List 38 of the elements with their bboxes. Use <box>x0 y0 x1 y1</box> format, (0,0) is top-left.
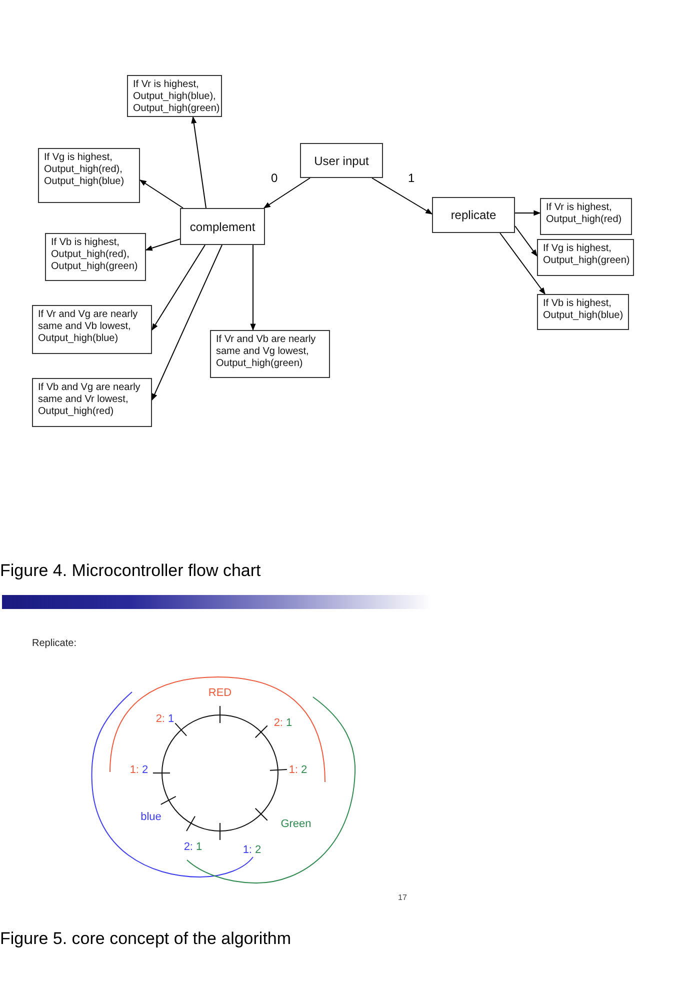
condition-box: If Vb and Vg are nearly same and Vr lowest, Output_high(red) <box>32 378 152 427</box>
process-box: replicate <box>432 197 515 233</box>
ratio-label: 2: 1 <box>184 841 202 853</box>
ratio-label: 2: 1 <box>274 717 292 729</box>
condition-box: If Vr is highest, Output_high(blue), Output_high(green) <box>127 75 222 117</box>
arrow <box>139 180 184 208</box>
condition-box: If Vb is highest, Output_high(red), Output_high(green) <box>45 233 146 281</box>
arrow <box>514 226 538 257</box>
figure-caption: Figure 5. core concept of the algorithm <box>0 929 292 949</box>
edge-label: 0 <box>271 171 278 185</box>
condition-box: If Vb is highest, Output_high(blue) <box>537 294 629 330</box>
page-number: 17 <box>398 893 407 902</box>
figure-caption: Figure 4. Microcontroller flow chart <box>0 561 261 581</box>
ratio-label: 1: 2 <box>288 764 308 776</box>
arrow <box>145 238 180 251</box>
section-heading: Replicate: <box>32 638 76 649</box>
condition-box: If Vr and Vg are nearly same and Vb lowest, Output_high(blue) <box>32 305 152 354</box>
arrow <box>191 116 206 208</box>
arrow <box>250 244 256 331</box>
arrow <box>152 244 206 331</box>
arc-label: Green <box>280 818 312 830</box>
condition-box: If Vr is highest, Output_high(red) <box>540 198 632 235</box>
arrow <box>500 232 546 295</box>
edge-label: 1 <box>408 171 415 185</box>
condition-box: If Vr and Vb are nearly same and Vg lowest, Output_high(green) <box>210 330 330 378</box>
arrow <box>372 178 433 214</box>
condition-box: If Vg is highest, Output_high(green) <box>537 239 634 276</box>
arc-label: blue <box>140 811 162 823</box>
ratio-label: 2: 1 <box>156 713 174 725</box>
arrow <box>263 178 310 208</box>
process-box: complement <box>180 208 265 245</box>
arc-label: RED <box>208 687 232 699</box>
ratio-label: 1: 2 <box>242 844 262 856</box>
arrow <box>514 210 541 216</box>
condition-box: If Vg is highest, Output_high(red), Output_high(blue) <box>38 148 140 203</box>
process-box: User input <box>300 143 383 178</box>
arrow <box>152 244 222 401</box>
ratio-label: 1: 2 <box>130 764 148 776</box>
